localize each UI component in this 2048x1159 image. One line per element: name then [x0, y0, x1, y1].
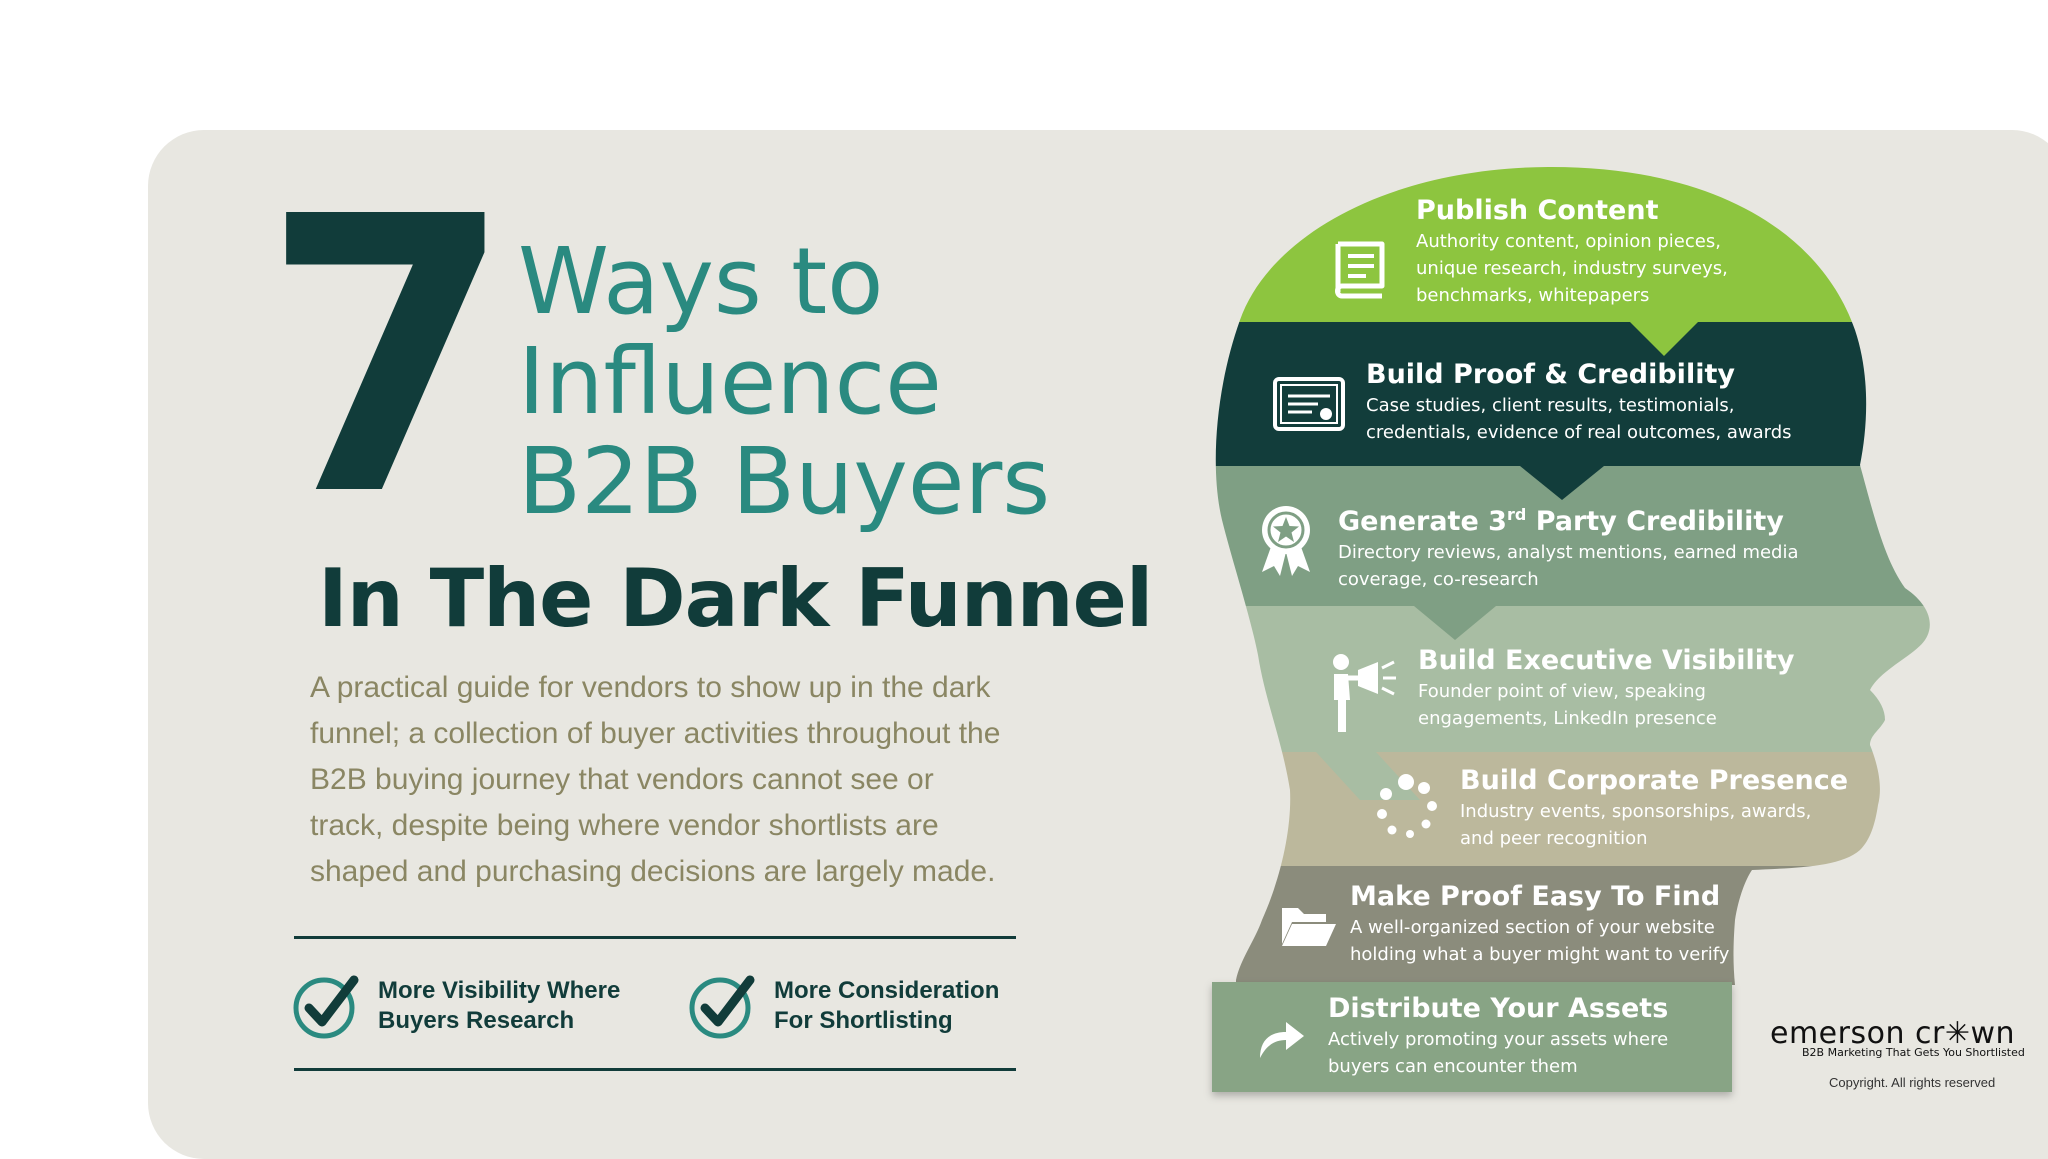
step-heading: Build Corporate Presence: [1460, 765, 1849, 796]
step-heading: Build Executive Visibility: [1418, 645, 1795, 676]
step-description: coverage, co-research: [1338, 569, 1539, 590]
intro-line: track, despite being where vendor shortl…: [310, 809, 939, 842]
step-description: Founder point of view, speaking: [1418, 681, 1706, 702]
step-publish-content: Publish Content Authority content, opini…: [1416, 194, 1728, 309]
step-distribute-assets: Distribute Your Assets Actively promotin…: [1328, 992, 1668, 1080]
step-description: benchmarks, whitepapers: [1416, 285, 1650, 306]
checkmark-circle-icon: [689, 975, 755, 1039]
step-description: and peer recognition: [1460, 828, 1648, 849]
step-description: engagements, LinkedIn presence: [1418, 708, 1717, 729]
step-executive-visibility: Build Executive Visibility Founder point…: [1418, 644, 1795, 732]
intro-paragraph: A practical guide for vendors to show up…: [310, 665, 1050, 895]
step-heading: Generate 3rd Party Credibility: [1338, 505, 1784, 537]
step-proof-credibility: Build Proof & Credibility Case studies, …: [1366, 358, 1792, 446]
step-description: Industry events, sponsorships, awards,: [1460, 801, 1812, 822]
step-description: holding what a buyer might want to verif…: [1350, 944, 1730, 965]
step-description: credentials, evidence of real outcomes, …: [1366, 422, 1792, 443]
title-line-3: B2B Buyers: [518, 428, 1051, 535]
divider-bottom: [294, 1068, 1016, 1071]
intro-line: B2B buying journey that vendors cannot s…: [310, 763, 934, 796]
brand-tagline: B2B Marketing That Gets You Shortlisted: [1802, 1046, 2025, 1059]
intro-line: shaped and purchasing decisions are larg…: [310, 855, 996, 888]
folder-open-icon: [1282, 908, 1336, 946]
step-description: Authority content, opinion pieces,: [1416, 231, 1721, 252]
step-make-proof: Make Proof Easy To Find A well-organized…: [1350, 880, 1729, 968]
benefit-label: More Consideration: [774, 977, 1000, 1004]
intro-line: funnel; a collection of buyer activities…: [310, 717, 1001, 750]
step-heading: Publish Content: [1416, 195, 1659, 226]
benefit-label: Buyers Research: [378, 1007, 575, 1034]
megaphone-person-icon: [1333, 654, 1396, 732]
step-third-party: Generate 3rd Party Credibility Directory…: [1338, 498, 1799, 593]
checkmark-circle-icon: [293, 975, 359, 1039]
title-line-1: Ways to: [518, 228, 884, 335]
step-description: buyers can encounter them: [1328, 1056, 1578, 1077]
step-description: Actively promoting your assets where: [1328, 1029, 1669, 1050]
step-heading: Build Proof & Credibility: [1366, 359, 1735, 390]
intro-line: A practical guide for vendors to show up…: [310, 671, 991, 704]
benefit-label: For Shortlisting: [774, 1007, 953, 1034]
step-heading: Make Proof Easy To Find: [1350, 881, 1721, 912]
copyright: Copyright. All rights reserved: [1829, 1075, 1996, 1090]
step-description: Case studies, client results, testimonia…: [1366, 395, 1735, 416]
title-line-2: Influence: [518, 328, 942, 435]
divider-top: [294, 936, 1016, 939]
step-corporate-presence: Build Corporate Presence Industry events…: [1460, 764, 1848, 852]
step-description: Directory reviews, analyst mentions, ear…: [1338, 542, 1799, 563]
book-icon: [1335, 241, 1385, 299]
subtitle: In The Dark Funnel: [318, 552, 1153, 645]
share-arrow-icon: [1260, 1022, 1304, 1058]
benefit-label: More Visibility Where: [378, 977, 621, 1004]
benefit-visibility: More Visibility Where Buyers Research: [292, 972, 620, 1040]
big-number-seven: 7: [262, 136, 513, 579]
step-description: unique research, industry surveys,: [1416, 258, 1728, 279]
band-proof: [1215, 322, 1930, 466]
step-description: A well-organized section of your website: [1350, 917, 1715, 938]
award-ribbon-icon: [1262, 506, 1310, 576]
brand-logo: emerson cr✳wn: [1770, 1016, 2016, 1051]
certificate-icon: [1273, 377, 1345, 431]
benefit-consideration: More Consideration For Shortlisting: [688, 972, 999, 1040]
step-heading: Distribute Your Assets: [1328, 993, 1669, 1024]
loading-dots-icon: [1377, 774, 1437, 838]
